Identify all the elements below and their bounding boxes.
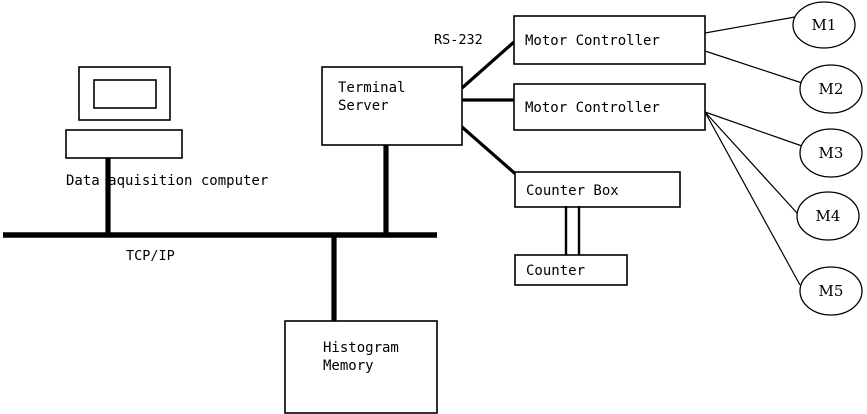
link-terminal-server-to-motor-controller-1 bbox=[460, 40, 516, 90]
terminal-server-label-line1: Terminal bbox=[338, 80, 405, 96]
terminal-server-box bbox=[321, 66, 463, 146]
motor-m1-label: M1 bbox=[812, 16, 837, 34]
link-motor-controller-2-to-m4 bbox=[704, 111, 798, 214]
motor-controller-2-box bbox=[513, 83, 706, 131]
workstation-label: Data aquisition computer bbox=[66, 173, 268, 189]
counter-box-label: Counter Box bbox=[526, 183, 619, 199]
motor-m3-label: M3 bbox=[819, 144, 844, 162]
link-terminal-server-to-counter-box bbox=[460, 125, 521, 179]
link-motor-controller-2-to-m5 bbox=[704, 111, 801, 286]
motor-m5-label: M5 bbox=[819, 282, 844, 300]
counter-box bbox=[514, 171, 681, 208]
motor-m2-ellipse bbox=[799, 64, 863, 114]
tcpip-bus-label: TCP/IP bbox=[126, 248, 175, 264]
rs232-label: RS-232 bbox=[434, 32, 483, 48]
histogram-memory-box bbox=[284, 320, 438, 414]
motor-m4-label: M4 bbox=[816, 207, 841, 225]
motor-controller-1-label: Motor Controller bbox=[525, 33, 660, 49]
motor-m5-ellipse bbox=[799, 266, 863, 316]
terminal-server-label-line2: Server bbox=[338, 98, 389, 114]
link-motor-controller-1-to-m2 bbox=[704, 50, 803, 84]
counter-label: Counter bbox=[526, 263, 585, 279]
motor-m1-ellipse bbox=[792, 1, 856, 49]
workstation-screen-icon bbox=[93, 79, 157, 109]
motor-controller-1-box bbox=[513, 15, 706, 65]
histogram-memory-label-line2: Memory bbox=[323, 358, 374, 374]
counter-box-display bbox=[514, 254, 628, 286]
motor-controller-2-label: Motor Controller bbox=[525, 100, 660, 116]
motor-m3-ellipse bbox=[799, 128, 863, 178]
link-motor-controller-2-to-m3 bbox=[704, 111, 803, 147]
workstation-base-icon bbox=[65, 129, 183, 159]
motor-m4-ellipse bbox=[796, 191, 860, 241]
histogram-memory-label-line1: Histogram bbox=[323, 340, 399, 356]
link-motor-controller-1-to-m1 bbox=[704, 16, 796, 34]
motor-m2-label: M2 bbox=[819, 80, 844, 98]
